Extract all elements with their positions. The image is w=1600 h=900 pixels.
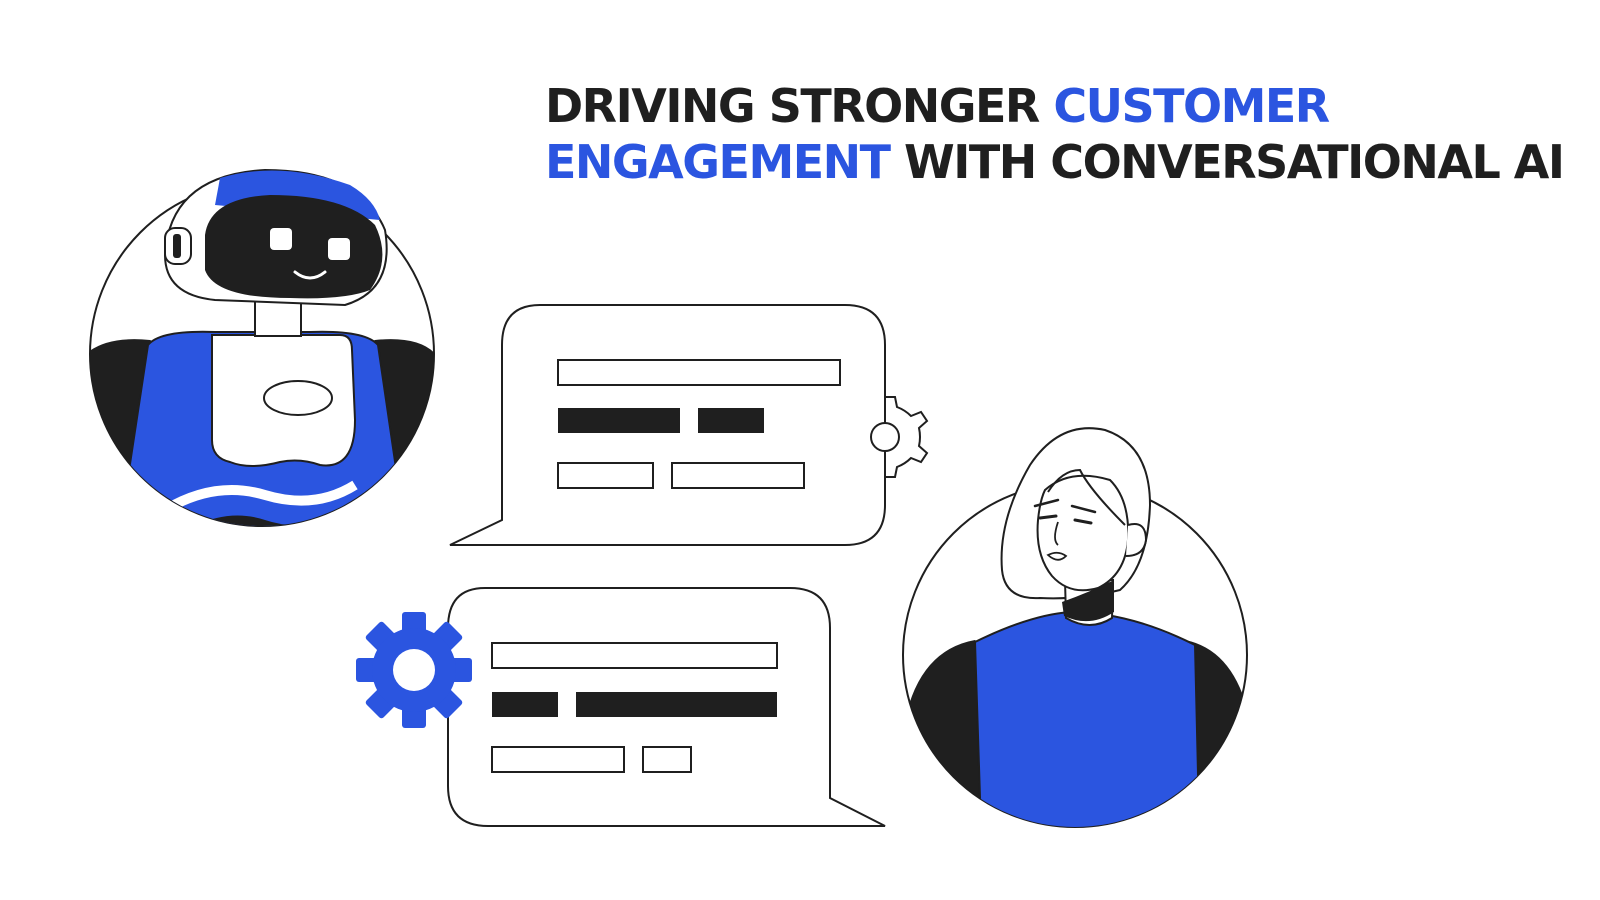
- gear-icon: [356, 612, 472, 728]
- robot-icon: [89, 168, 435, 527]
- headline-line1-accent: CUSTOMER: [1053, 79, 1330, 133]
- chat-bubble-icon: [447, 587, 886, 827]
- headline-line1-dark: DRIVING STRONGER: [545, 79, 1054, 133]
- headline: DRIVING STRONGER CUSTOMER ENGAGEMENT WIT…: [545, 78, 1565, 190]
- headline-line2-dark: WITH CONVERSATIONAL AI: [889, 135, 1565, 189]
- chat-bubble-icon: [449, 304, 886, 546]
- person-icon: [902, 427, 1248, 828]
- headline-line2-accent: ENGAGEMENT: [545, 135, 891, 189]
- gear-icon: [870, 396, 929, 478]
